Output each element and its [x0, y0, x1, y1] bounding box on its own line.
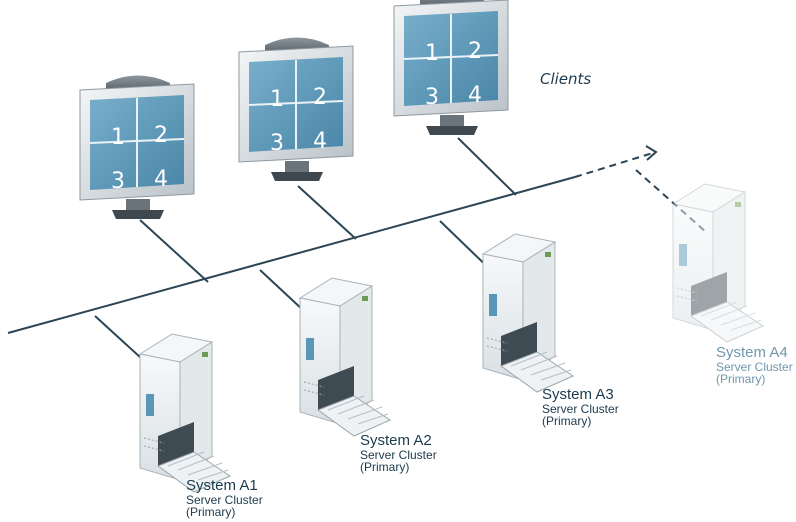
server-role: (Primary) [360, 460, 410, 475]
quadrant-label: 1 [425, 41, 439, 66]
server-name: System A3 [542, 386, 614, 403]
server-type: Server Cluster [360, 447, 437, 462]
quadrant-label: 4 [468, 83, 482, 108]
network-backbone-line [7, 176, 576, 334]
quadrant-label: 1 [111, 125, 125, 150]
backbone-extension-arrow [574, 151, 657, 178]
server-role: (Primary) [716, 372, 766, 387]
quadrant-label: 3 [270, 131, 284, 156]
client-monitor-1: 1 2 3 4 [79, 74, 195, 220]
server-a1-label: System A1 Server Cluster (Primary) [186, 478, 263, 519]
quadrant-label: 4 [313, 129, 327, 154]
server-name: System A1 [186, 477, 258, 494]
server-role: (Primary) [186, 505, 236, 520]
quadrant-label: 3 [425, 85, 439, 110]
arrowhead [645, 145, 658, 161]
link-client-2 [297, 185, 357, 240]
server-name: System A4 [716, 344, 788, 361]
link-client-3 [457, 137, 517, 196]
client-monitor-3: 1 2 3 4 [393, 0, 509, 136]
quadrant-label: 2 [468, 39, 482, 64]
server-type: Server Cluster [542, 401, 619, 416]
server-type: Server Cluster [716, 359, 793, 374]
quadrant-label: 4 [154, 167, 168, 192]
server-role: (Primary) [542, 414, 592, 429]
server-a3-icon [482, 233, 574, 393]
server-a3-label: System A3 Server Cluster (Primary) [542, 387, 619, 428]
quadrant-label: 3 [111, 169, 125, 194]
server-a1-icon [139, 333, 231, 493]
clients-label: Clients [540, 70, 592, 88]
server-a2-label: System A2 Server Cluster (Primary) [360, 433, 437, 474]
server-a4-icon [672, 183, 764, 343]
quadrant-label: 2 [154, 123, 168, 148]
server-a4-label: System A4 Server Cluster (Primary) [716, 345, 793, 386]
link-client-1 [139, 219, 209, 283]
server-a2-icon [299, 277, 391, 437]
quadrant-label: 2 [313, 85, 327, 110]
server-type: Server Cluster [186, 492, 263, 507]
quadrant-label: 1 [270, 87, 284, 112]
client-monitor-2: 1 2 3 4 [238, 36, 354, 182]
server-name: System A2 [360, 432, 432, 449]
